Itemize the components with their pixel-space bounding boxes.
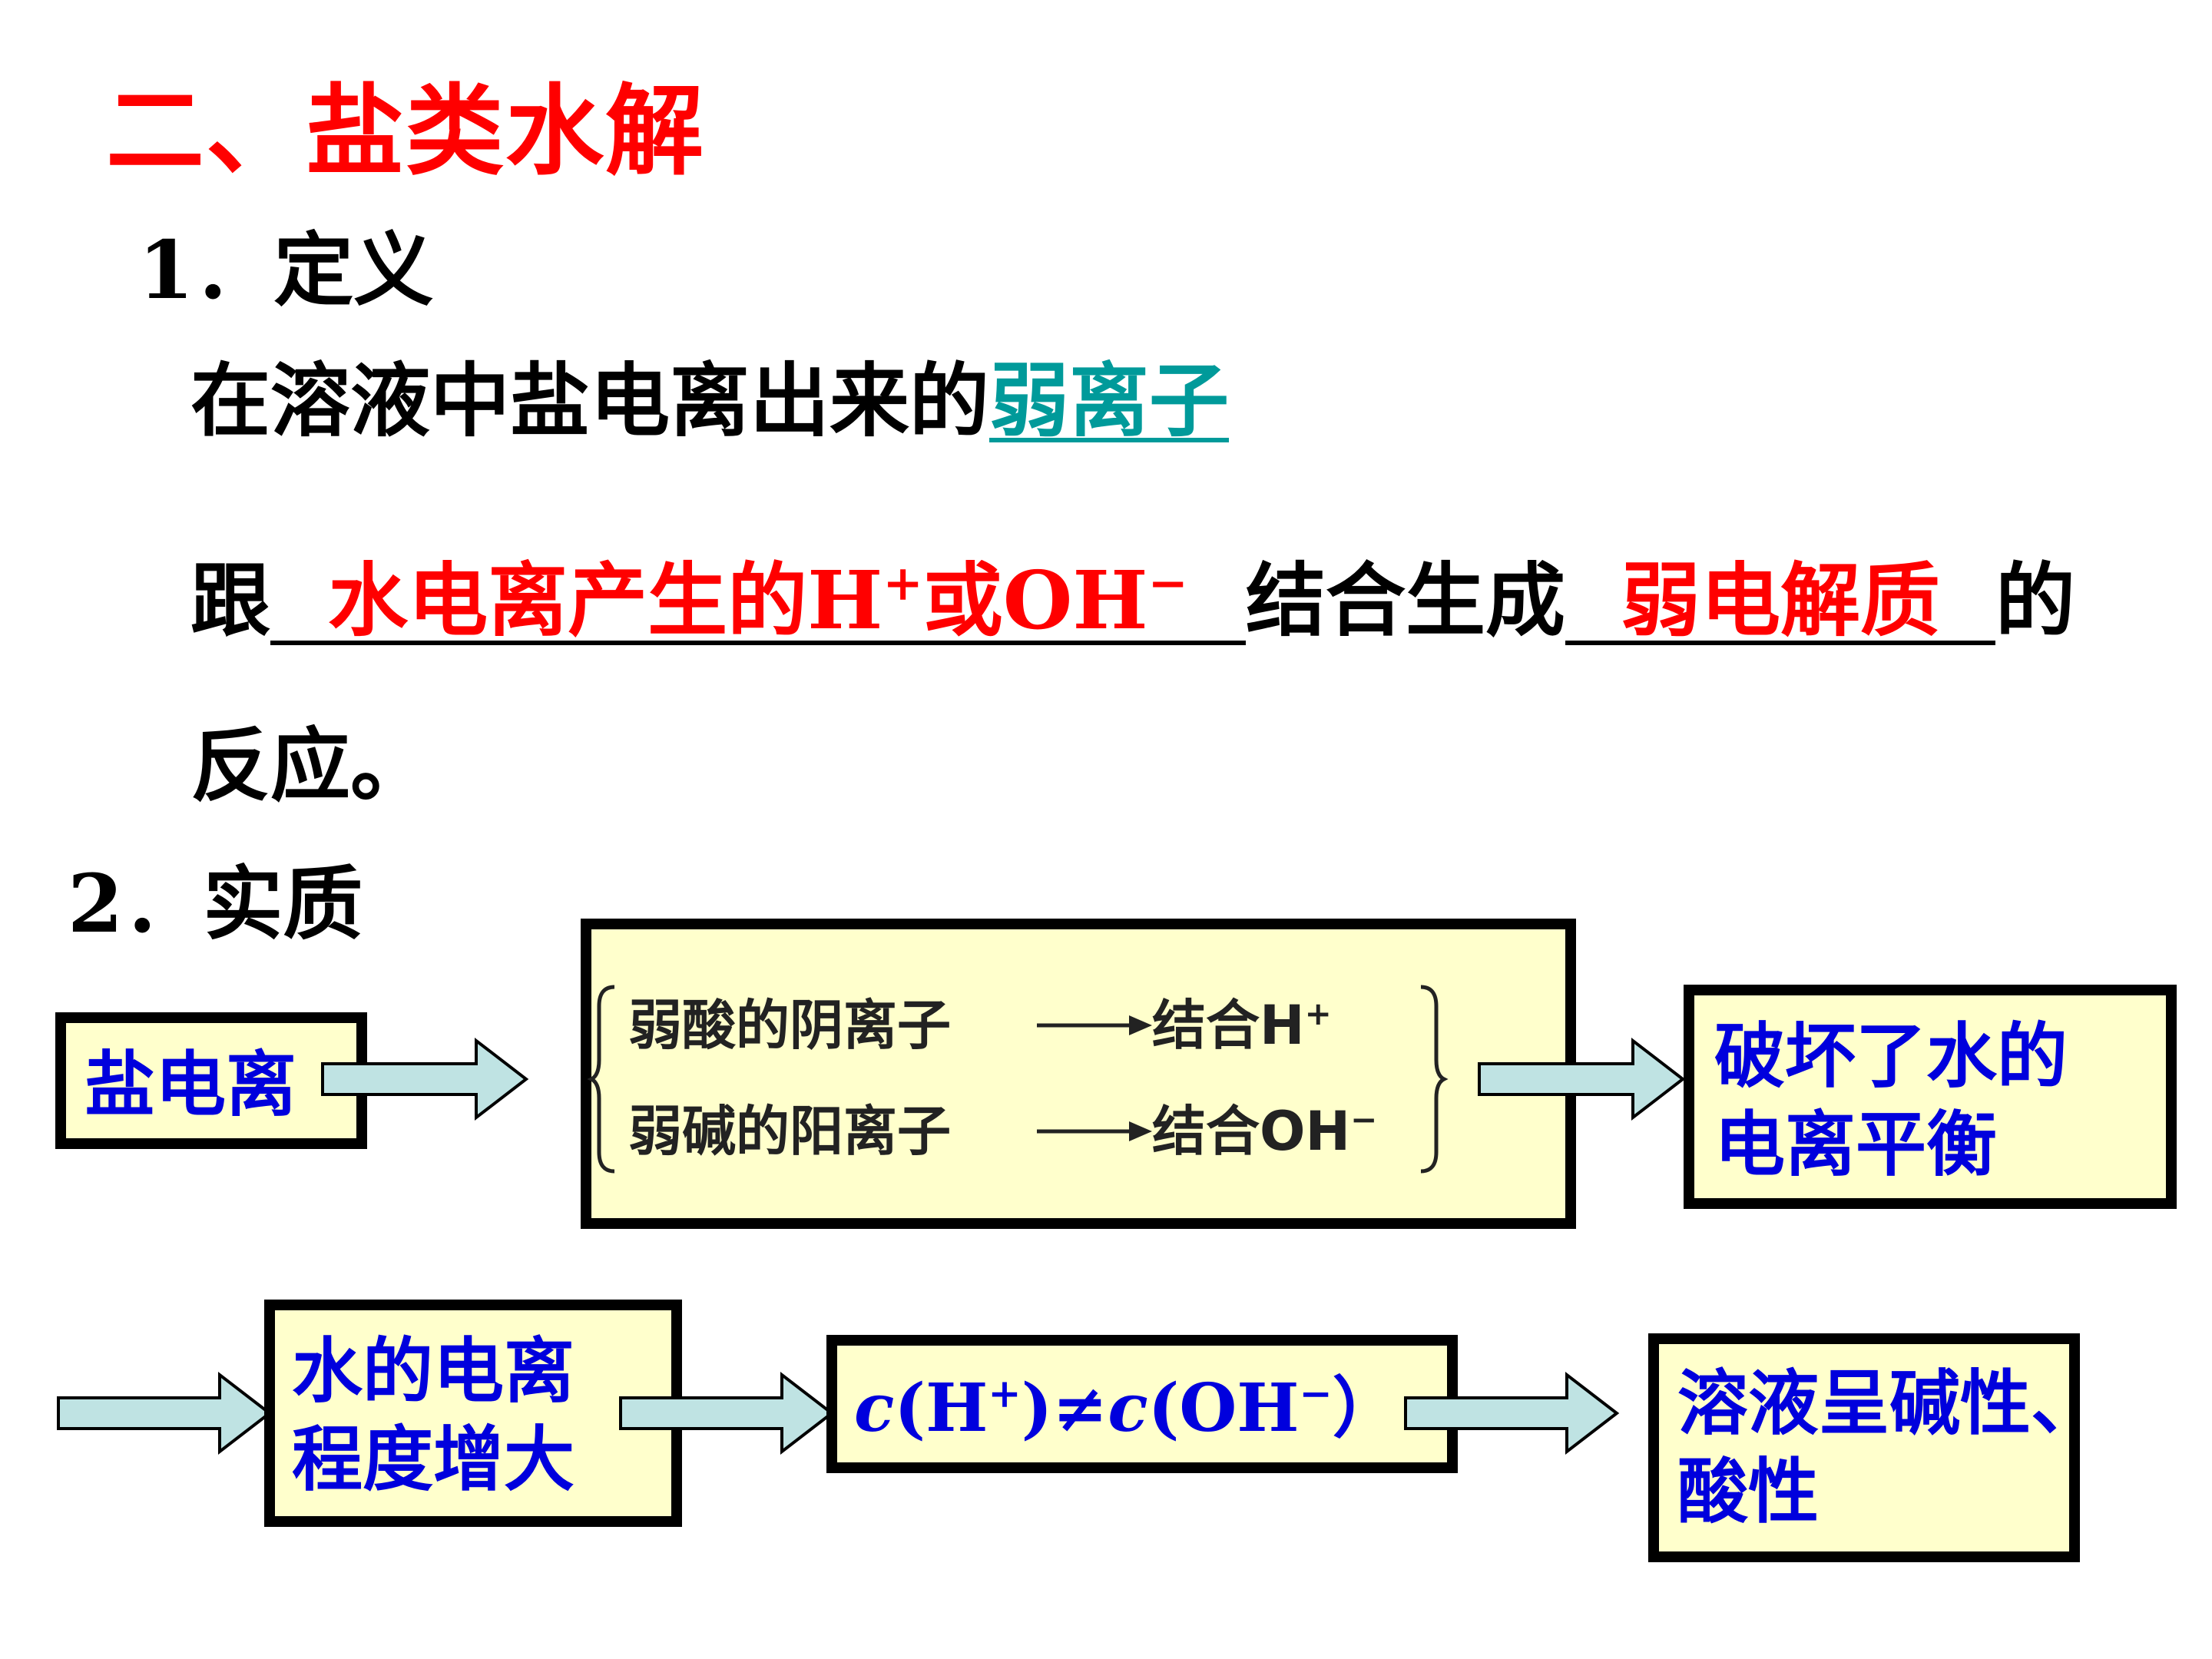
answer-blank-1: 水电离产生的H+或OH−: [328, 553, 1188, 647]
conc-c2: c: [1108, 1369, 1148, 1447]
conc-p4: ）: [1332, 1369, 1399, 1447]
box-degree-line1: 水的电离: [292, 1330, 575, 1412]
box-concentration: [826, 1335, 1458, 1473]
box-destroy-equilibrium-text: 破坏了水的 电离平衡: [1714, 1012, 2068, 1189]
conc-sup1: +: [988, 1371, 1022, 1418]
definition-line1: 在溶液中盐电离出来的弱离子: [190, 361, 1229, 441]
box-solution-result-text: 溶液呈碱性、 酸性: [1677, 1359, 2101, 1536]
box-destroy-line2: 电离平衡: [1714, 1104, 1998, 1186]
box-degree-line2: 程度增大: [292, 1419, 575, 1501]
reaction-row1-right: 结合H+: [1152, 994, 1332, 1052]
reaction-row2-right-text: 结合OH: [1152, 1100, 1351, 1163]
conc-sup2: −: [1299, 1371, 1333, 1418]
arrow-4: [619, 1371, 835, 1455]
section2-heading: 2．实质: [68, 856, 363, 951]
section1-heading: 1．定义: [138, 223, 434, 317]
reaction-row2-sup: −: [1350, 1100, 1378, 1138]
answer-blank-1-a: 水电离产生的H: [328, 553, 883, 647]
arrow-5: [1404, 1371, 1620, 1455]
answer-blank-1-sup2: −: [1147, 554, 1188, 611]
box-ionization-degree-text: 水的电离 程度增大: [292, 1327, 575, 1504]
box-salt-ionization: [55, 1012, 367, 1149]
definition-line2: 跟水电离产生的H+或OH−结合生成弱电解质的: [190, 558, 2075, 645]
conc-p1: (H: [894, 1369, 988, 1447]
definition-line2-mid: 结合生成: [1246, 553, 1566, 647]
box-destroy-line1: 破坏了水的: [1714, 1015, 2068, 1098]
conc-c1: c: [854, 1369, 895, 1447]
ion-bracket-drawing: [587, 985, 1449, 1174]
box-destroy-equilibrium: [1684, 985, 2177, 1209]
box-concentration-text: c(H+)≠c(OH−）: [854, 1367, 1399, 1450]
conc-p3: (OH: [1147, 1369, 1300, 1447]
arrow-1: [321, 1037, 529, 1121]
definition-line2-suffix: 的: [1995, 553, 2076, 647]
definition-line2-prefix: 跟: [190, 553, 271, 647]
reaction-row2-right: 结合OH−: [1152, 1100, 1378, 1158]
arrow-3: [57, 1371, 273, 1455]
reaction-row1-left: 弱酸的阴离子: [628, 994, 951, 1057]
definition-line1-prefix: 在溶液中盐电离出来的: [190, 353, 990, 448]
reaction-row1-right-text: 结合H: [1152, 994, 1305, 1057]
box-solution-result: [1648, 1333, 2080, 1562]
box-result-line2: 酸性: [1677, 1451, 1820, 1533]
box-result-line1: 溶液呈碱性、: [1677, 1363, 2102, 1445]
box-salt-ionization-text: 盐电离: [84, 1044, 297, 1126]
box-ion-combination: [581, 919, 1576, 1229]
blank-1: 水电离产生的H+或OH−: [270, 558, 1247, 645]
blank-2: 弱电解质: [1565, 561, 1996, 645]
answer-blank-1-b: 或OH: [922, 553, 1148, 647]
answer-blank-1-sup1: +: [882, 554, 923, 611]
conc-p2: )≠: [1021, 1369, 1108, 1447]
reaction-row2-left: 弱碱的阳离子: [628, 1100, 951, 1163]
slide-title: 二、盐类水解: [106, 75, 706, 189]
arrow-2: [1478, 1037, 1686, 1121]
reaction-row1-sup: +: [1304, 994, 1332, 1032]
answer-weak-ion: 弱离子: [989, 353, 1230, 448]
definition-line3: 反应。: [190, 718, 431, 813]
answer-blank-2: 弱电解质: [1621, 553, 1941, 647]
box-ionization-degree: [264, 1300, 682, 1527]
